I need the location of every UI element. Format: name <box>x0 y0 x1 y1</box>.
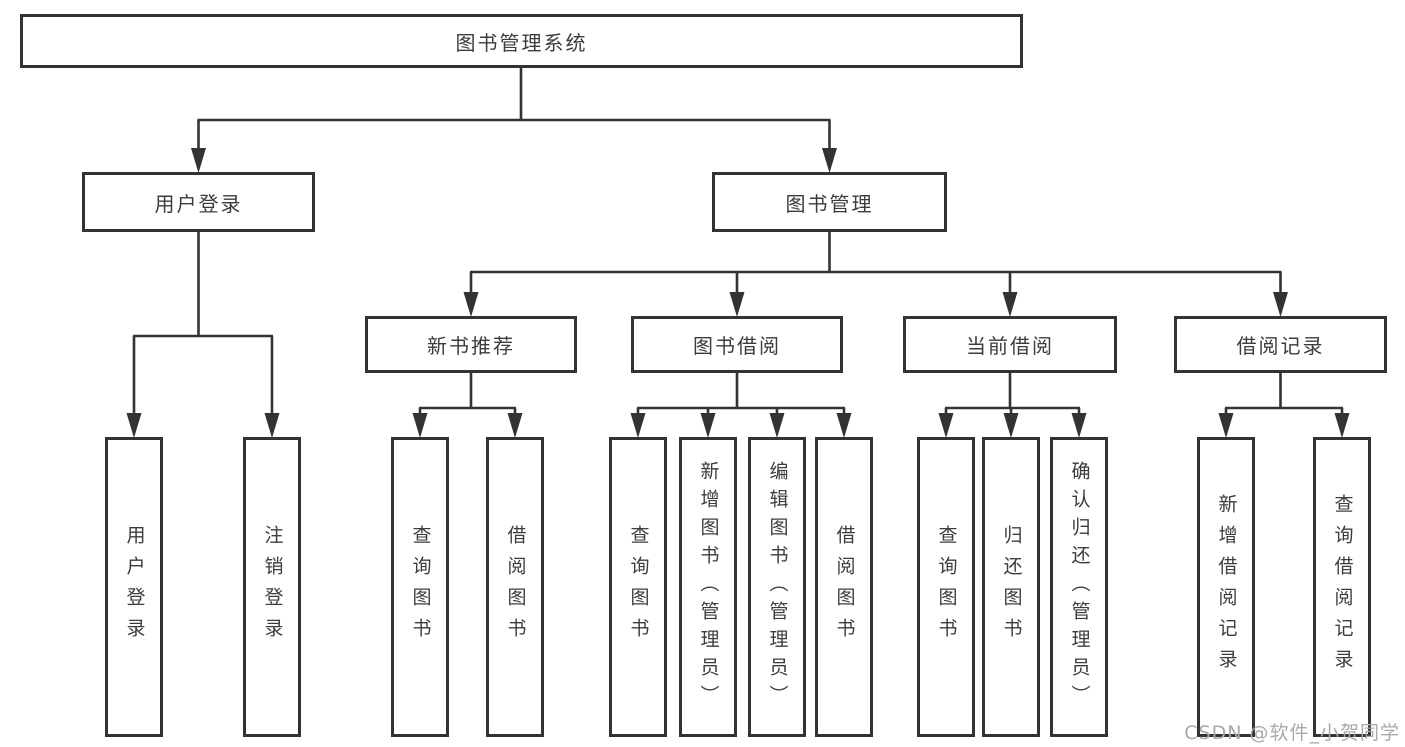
edge-user-login-to-leaves <box>132 232 274 427</box>
node-user-login: 用户登录 <box>82 172 315 232</box>
node-label: 借阅图书 <box>504 525 527 649</box>
node-label: 确认归还（管理员） <box>1068 461 1091 713</box>
node-label: 借阅图书 <box>833 525 856 649</box>
node-label: 新增借阅记录 <box>1215 494 1238 680</box>
node-label: 查询借阅记录 <box>1331 494 1354 680</box>
node-label: 图书管理 <box>785 191 874 216</box>
leaf-user-login: 用户登录 <box>105 437 163 737</box>
node-label: 新书推荐 <box>427 334 515 358</box>
node-label: 查询图书 <box>409 525 432 649</box>
leaf-add-book-admin: 新增图书（管理员） <box>679 437 737 737</box>
edge-borrow-records-to-leaves <box>1224 373 1344 427</box>
node-current-borrow: 当前借阅 <box>903 316 1117 373</box>
node-label: 编辑图书（管理员） <box>766 461 789 713</box>
leaf-return-books: 归还图书 <box>982 437 1040 737</box>
node-library-management-system: 图书管理系统 <box>20 14 1023 68</box>
edge-new-book-recommend-to-leaves <box>418 373 517 427</box>
node-label: 用户登录 <box>154 191 243 216</box>
node-label: 新增图书（管理员） <box>697 461 720 713</box>
leaf-query-books-current: 查询图书 <box>917 437 975 737</box>
node-book-borrow: 图书借阅 <box>631 316 843 373</box>
leaf-edit-book-admin: 编辑图书（管理员） <box>748 437 806 737</box>
node-label: 当前借阅 <box>966 334 1054 358</box>
edge-book-borrow-to-leaves <box>636 373 846 427</box>
leaf-query-borrow-record: 查询借阅记录 <box>1313 437 1371 737</box>
arrowheads <box>126 148 1350 438</box>
leaf-confirm-return-admin: 确认归还（管理员） <box>1050 437 1108 737</box>
leaf-query-books-borrow: 查询图书 <box>609 437 667 737</box>
node-label: 查询图书 <box>627 525 650 649</box>
node-book-management: 图书管理 <box>712 172 947 232</box>
node-label: 图书管理系统 <box>455 30 588 55</box>
node-label: 图书借阅 <box>693 334 781 358</box>
edge-root-to-level2 <box>197 68 831 162</box>
leaf-add-borrow-record: 新增借阅记录 <box>1197 437 1255 737</box>
leaf-borrow-books-recommend: 借阅图书 <box>486 437 544 737</box>
edge-book-management-to-level3 <box>469 232 1282 307</box>
node-new-book-recommend: 新书推荐 <box>365 316 577 373</box>
node-label: 查询图书 <box>935 525 958 649</box>
leaf-logout: 注销登录 <box>243 437 301 737</box>
node-label: 注销登录 <box>261 525 284 649</box>
node-label: 用户登录 <box>123 525 146 649</box>
node-label: 归还图书 <box>1000 525 1023 649</box>
node-borrow-records: 借阅记录 <box>1174 316 1387 373</box>
node-label: 借阅记录 <box>1236 334 1325 358</box>
leaf-query-books-recommend: 查询图书 <box>391 437 449 737</box>
leaf-borrow-books: 借阅图书 <box>815 437 873 737</box>
csdn-watermark: CSDN @软件_小贺同学 <box>1184 722 1400 744</box>
